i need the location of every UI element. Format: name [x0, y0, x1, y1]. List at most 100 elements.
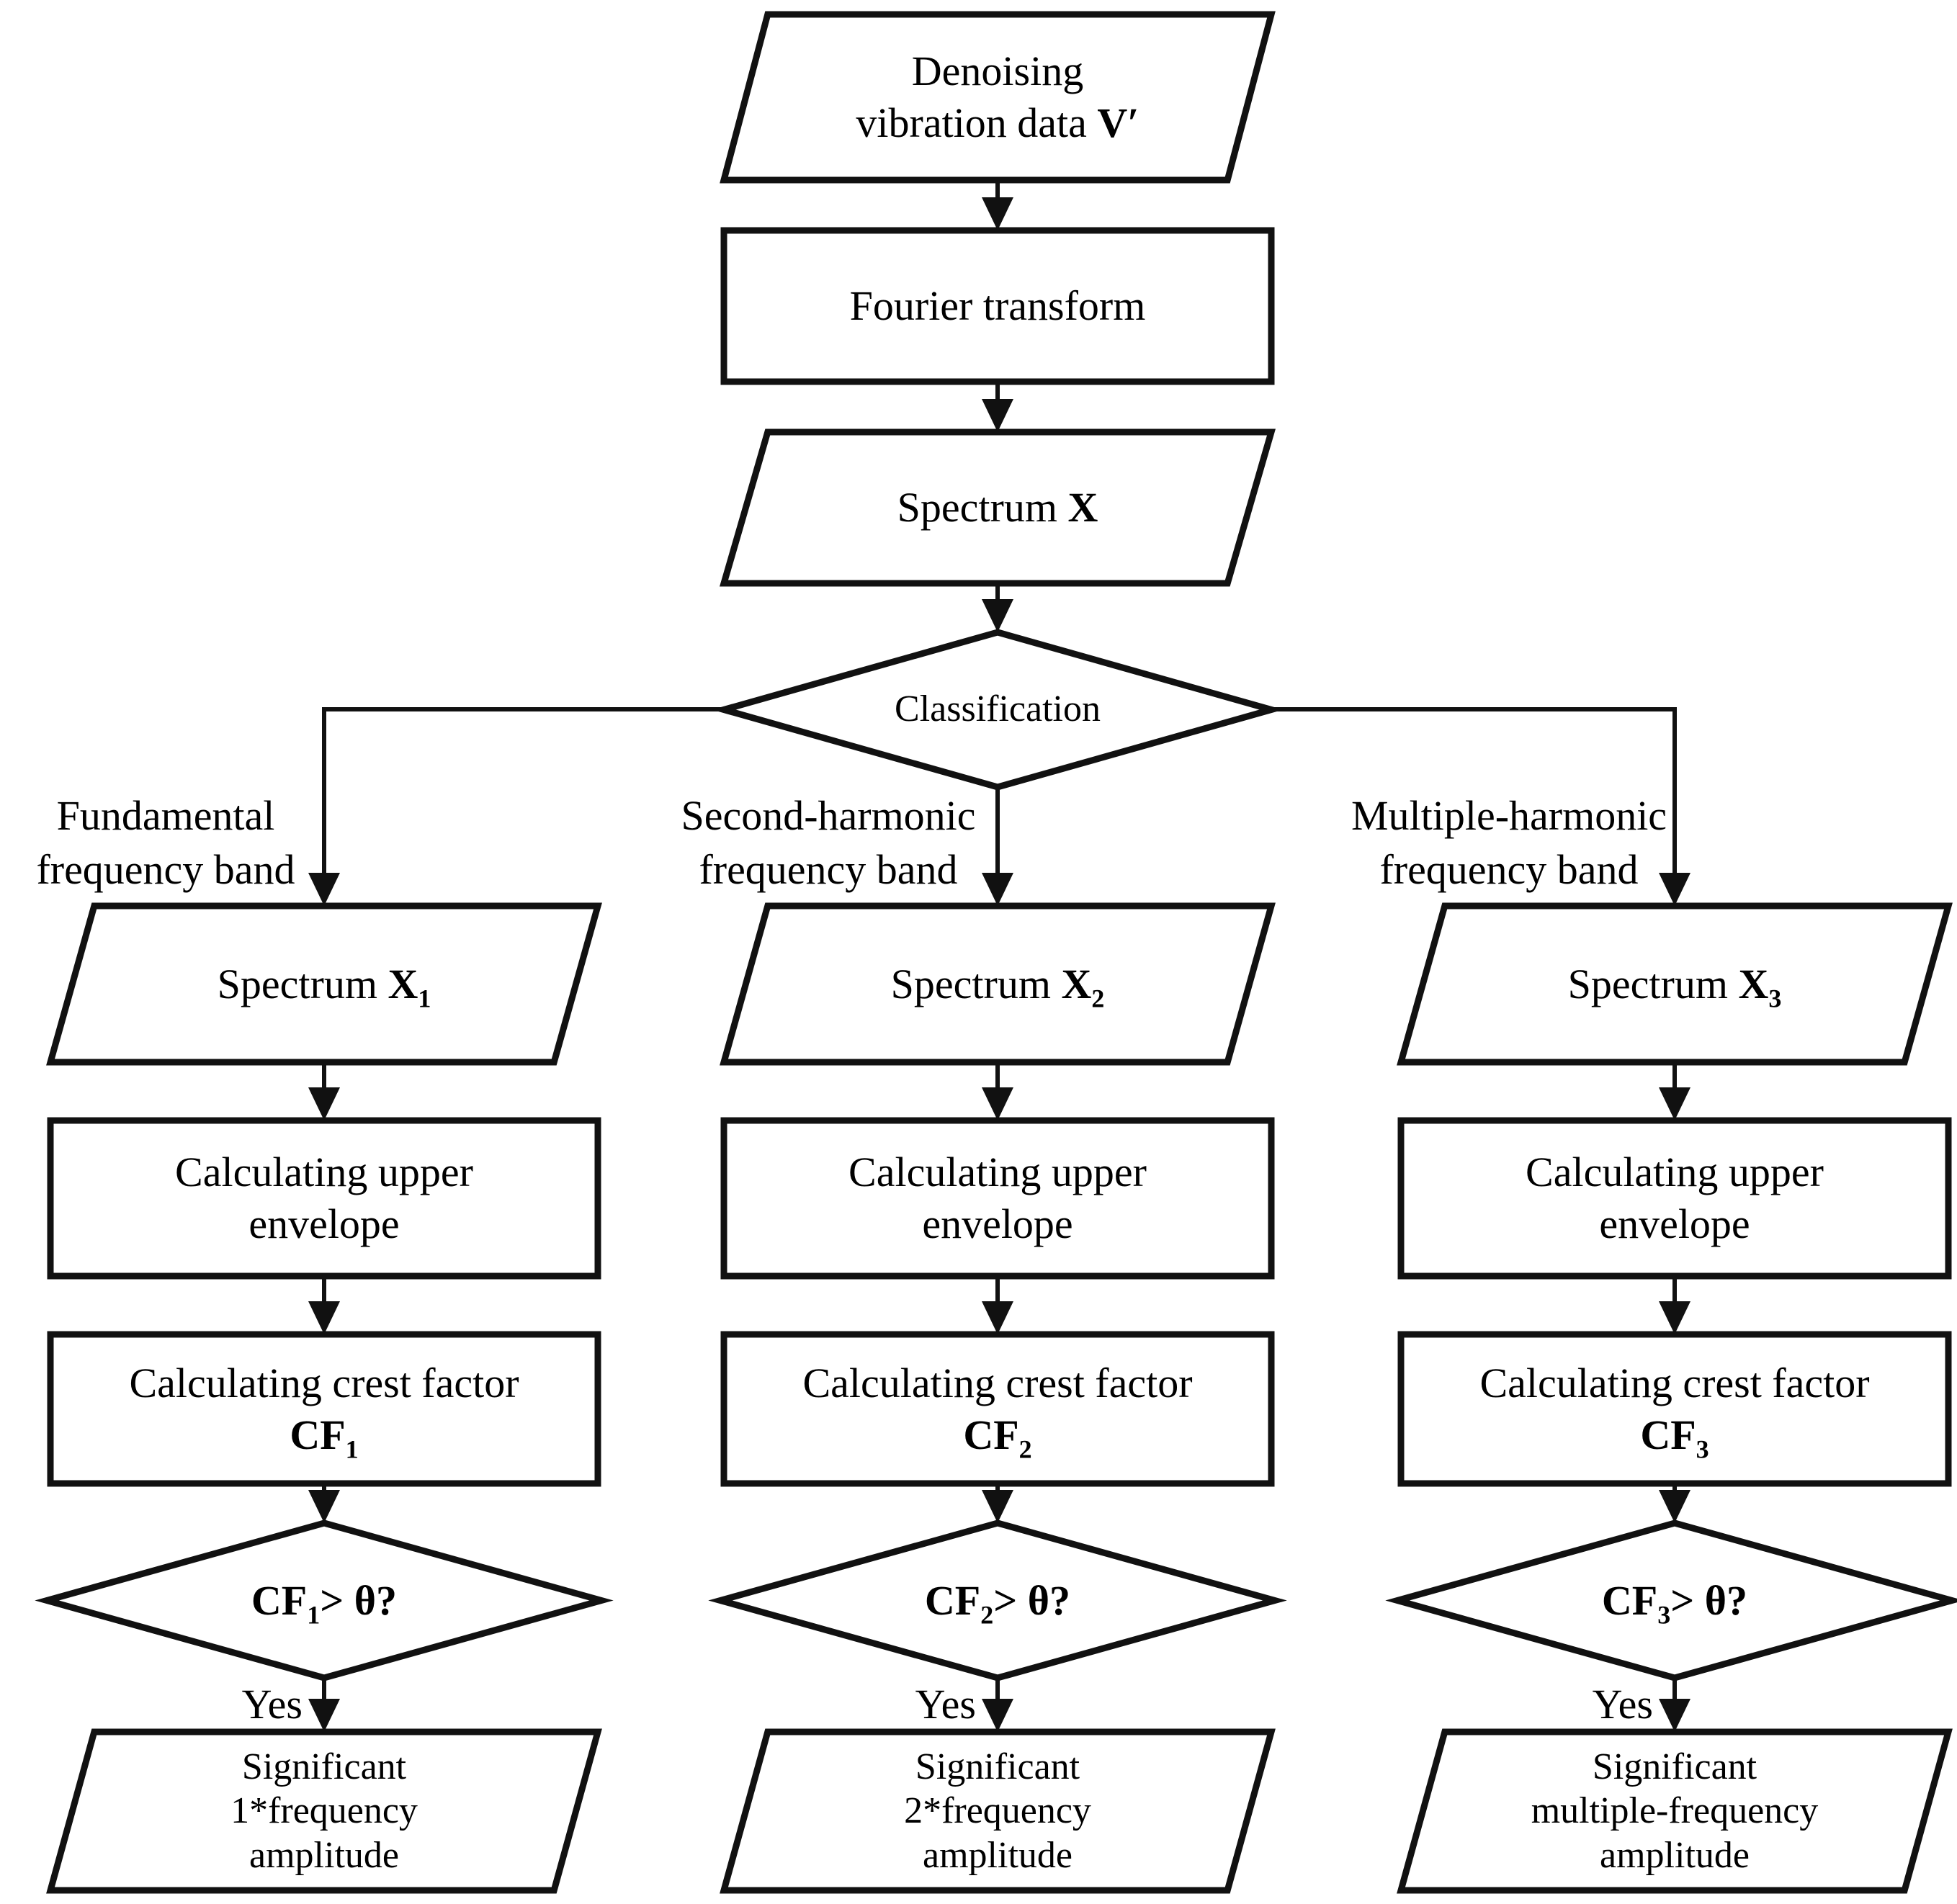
crest-factor-box-3: Calculating crest factor CF3 — [1401, 1334, 1948, 1483]
envelope-line2: envelope — [248, 1200, 400, 1247]
parallelogram-outline — [724, 432, 1271, 583]
decision-sub: 3 — [1657, 1600, 1671, 1630]
diamond-outline — [47, 1523, 601, 1678]
diamond-shape — [724, 632, 1271, 787]
rect-shape — [1401, 1334, 1948, 1483]
parallelogram-shape — [1401, 906, 1948, 1062]
envelope-line1: Calculating upper — [175, 1149, 473, 1196]
parallelogram-outline — [724, 906, 1271, 1062]
fourier-text: Fourier transform — [849, 282, 1146, 330]
rect-outline — [724, 1121, 1271, 1276]
band-label-line1: Second-harmonic — [681, 792, 976, 839]
diamond-outline — [1397, 1523, 1952, 1678]
decision-diamond-1: CF1> θ? — [47, 1523, 601, 1678]
decision-text: CF2> θ? — [924, 1575, 1071, 1628]
parallelogram-shape — [50, 906, 598, 1062]
decision-text: CF3> θ? — [1601, 1575, 1747, 1630]
parallelogram-shape — [724, 14, 1271, 180]
rect-shape — [50, 1334, 598, 1483]
crest-symbol: CF3 — [1640, 1409, 1709, 1463]
start-line2: vibration data V′ — [856, 97, 1139, 149]
fourier-label: Fourier transform — [724, 230, 1271, 382]
yes-label-1: Yes — [241, 1681, 303, 1728]
spectrum-x3-label: Spectrum X3 — [1401, 906, 1948, 1062]
crest-factor-box-1: Calculating crest factor CF1 — [50, 1334, 598, 1483]
symbol-letter: X — [388, 960, 418, 1007]
arrow-head — [982, 873, 1013, 906]
arrow-head — [1659, 873, 1690, 906]
parallelogram-shape — [1401, 1732, 1948, 1890]
yes-label-3: Yes — [1592, 1681, 1653, 1728]
arrow-head — [982, 399, 1013, 432]
parallelogram-shape — [50, 1732, 598, 1890]
parallelogram-outline — [724, 1732, 1271, 1890]
decision-symbol: CF — [251, 1576, 308, 1624]
result-line2: 2*frequency — [904, 1790, 1091, 1832]
crest-symbol-letters: CF — [1640, 1411, 1696, 1458]
symbol-letter: X — [1061, 960, 1092, 1007]
decision-symbol: CF — [1601, 1576, 1658, 1624]
prefix: Spectrum — [1567, 960, 1739, 1007]
crest-symbol: CF2 — [963, 1409, 1032, 1464]
start-line2-symbol: V′ — [1097, 99, 1139, 146]
decision-symbol: CF — [924, 1576, 981, 1624]
result-line2: multiple-frequency — [1531, 1790, 1819, 1832]
band-label-line1: Multiple-harmonic — [1351, 792, 1667, 839]
envelope-box-3: Calculating upper envelope — [1401, 1121, 1948, 1276]
crest-symbol-letters: CF — [290, 1411, 346, 1458]
spectrum-symbol: X — [1067, 484, 1098, 531]
parallelogram-outline — [50, 906, 598, 1062]
result-label-2: Significant 2*frequency amplitude — [724, 1732, 1271, 1890]
band-label-fundamental: Fundamental frequency band — [11, 789, 321, 897]
crest-line1: Calculating crest factor — [802, 1359, 1193, 1406]
crest-symbol-sub: 2 — [1018, 1434, 1032, 1464]
arrow-head — [308, 873, 340, 906]
band-label-line2: frequency band — [36, 846, 295, 894]
decision-rest: > θ? — [320, 1576, 398, 1624]
result-line2: 1*frequency — [230, 1790, 418, 1832]
parallelogram-outline — [724, 14, 1271, 180]
classification-label: Classification — [724, 632, 1271, 787]
rect-shape — [1401, 1121, 1948, 1276]
prefix: Spectrum — [217, 960, 388, 1007]
parallelogram-shape — [724, 906, 1271, 1062]
parallelogram-outline — [1401, 1732, 1948, 1890]
band-label-line1: Fundamental — [56, 792, 275, 839]
decision-diamond-2: CF2> θ? — [720, 1523, 1275, 1678]
parallelogram-shape — [724, 1732, 1271, 1890]
arrow-head — [1659, 1087, 1690, 1121]
branch-line-right — [1271, 707, 1677, 876]
yes-label-2: Yes — [915, 1681, 976, 1728]
spectrum-x3-parallelogram: Spectrum X3 — [1401, 906, 1948, 1062]
arrow-head — [982, 1087, 1013, 1121]
result-line3: amplitude — [923, 1834, 1072, 1876]
spectrum-x1-parallelogram: Spectrum X1 — [50, 906, 598, 1062]
spectrum-text: Spectrum X — [897, 482, 1098, 534]
diamond-shape — [47, 1523, 601, 1678]
band-label-line2: frequency band — [699, 846, 958, 894]
envelope-box-1: Calculating upper envelope — [50, 1121, 598, 1276]
arrow-head — [982, 1699, 1013, 1732]
symbol: X3 — [1738, 961, 1781, 1012]
decision-label-2: CF2> θ? — [720, 1523, 1275, 1678]
crest-line1: Calculating crest factor — [1479, 1359, 1870, 1406]
decision-rest: > θ? — [993, 1576, 1071, 1624]
result-parallelogram-3: Significant multiple-frequency amplitude — [1401, 1732, 1948, 1890]
decision-label-1: CF1> θ? — [47, 1523, 601, 1678]
diamond-shape — [1397, 1523, 1952, 1678]
band-label-line2: frequency band — [1379, 846, 1639, 894]
spectrum-x3-text: Spectrum X3 — [1567, 958, 1782, 1012]
spectrum-x2-label: Spectrum X2 — [724, 906, 1271, 1062]
decision-diamond-3: CF3> θ? — [1397, 1523, 1952, 1678]
envelope-label-3: Calculating upper envelope — [1401, 1121, 1948, 1276]
crest-label-1: Calculating crest factor CF1 — [50, 1334, 598, 1483]
arrow-head — [982, 599, 1013, 632]
crest-factor-box-2: Calculating crest factor CF2 — [724, 1334, 1271, 1483]
branch-line-left — [322, 707, 724, 876]
crest-label-2: Calculating crest factor CF2 — [724, 1334, 1271, 1483]
result-line1: Significant — [241, 1746, 407, 1787]
rect-outline — [50, 1334, 598, 1483]
envelope-box-2: Calculating upper envelope — [724, 1121, 1271, 1276]
crest-symbol: CF1 — [290, 1409, 358, 1463]
